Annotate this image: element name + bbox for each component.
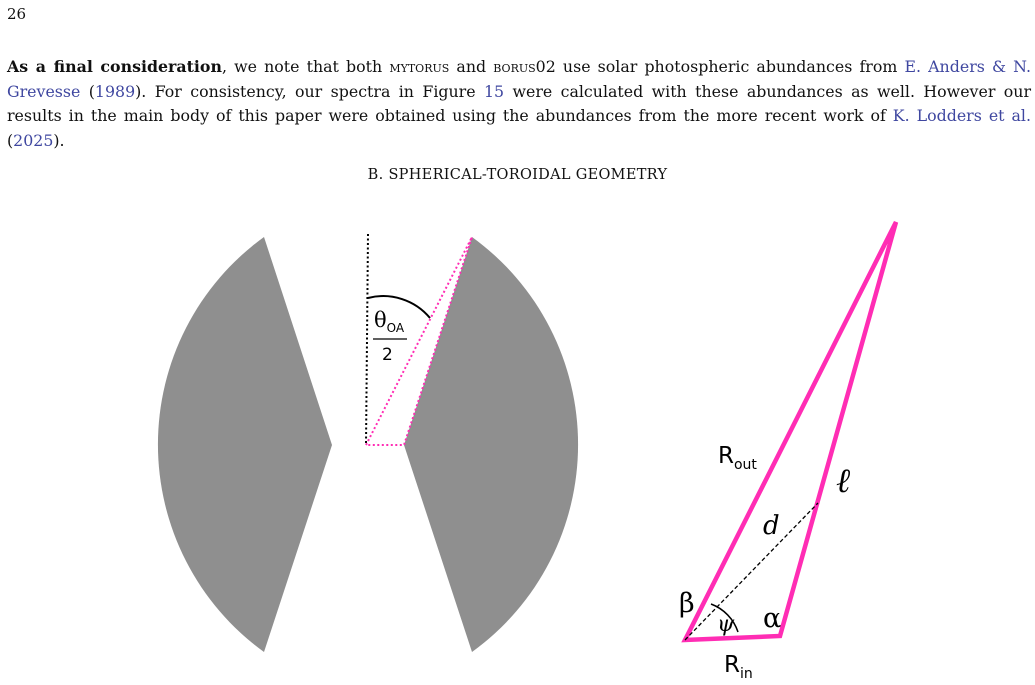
d-label: d [763,511,780,541]
text-run: use solar photospheric abundances from [555,57,905,76]
paragraph-lead: As a final consideration [7,57,222,76]
theta-symbol: θ [374,308,387,332]
text-run: ). For consistency, our spectra in Figur… [135,81,484,101]
torus-right-lobe [404,237,579,652]
text-run: were calculated with these abundances as… [7,81,1032,126]
text-run: ( [80,81,95,101]
text-run: ). [53,130,65,150]
triangle-geometry: Rout ℓ d β ψ α Rin [679,220,899,682]
r-out-label: Rout [718,443,757,473]
model-mytorus: mytorus [389,57,450,76]
opening-angle-arc [367,295,431,319]
polar-axis-line [365,233,369,446]
torus-left-lobe [157,237,332,652]
page-number: 26 [7,5,27,23]
opening-angle-label: θOA 2 [373,308,407,365]
ell-label: ℓ [836,461,850,501]
beta-label: β [679,588,695,619]
citation-lodders-link[interactable]: K. Lodders et al. [892,106,1031,125]
r-in-label: Rin [724,652,753,682]
cone-wedge-outline [364,236,473,446]
torus-cross-section: θOA 2 [157,233,579,652]
citation-lodders-year-link[interactable]: 2025 [13,130,54,150]
alpha-label: α [763,603,781,634]
theta-subscript: OA [387,321,405,335]
fraction-denominator: 2 [382,345,393,365]
body-paragraph: As a final consideration, we note that b… [7,55,1031,153]
distance-d-line [684,502,819,641]
text-run: , we note that both [221,57,390,76]
psi-label: ψ [717,612,735,637]
svg-text:θOA: θOA [374,308,405,335]
model-borus-suffix: 02 [535,57,556,76]
section-heading: B. SPHERICAL-TOROIDAL GEOMETRY [367,167,668,183]
model-borus: borus [493,57,536,76]
citation-anders-year-link[interactable]: 1989 [94,81,136,101]
citation-anders-link[interactable]: E. Anders & N. Grevesse [7,57,1032,101]
triangle-outline [681,220,899,643]
figure-15-link[interactable]: 15 [483,81,505,101]
text-run: ( [7,130,14,150]
text-run: and [449,57,494,76]
psi-arc [710,603,739,633]
